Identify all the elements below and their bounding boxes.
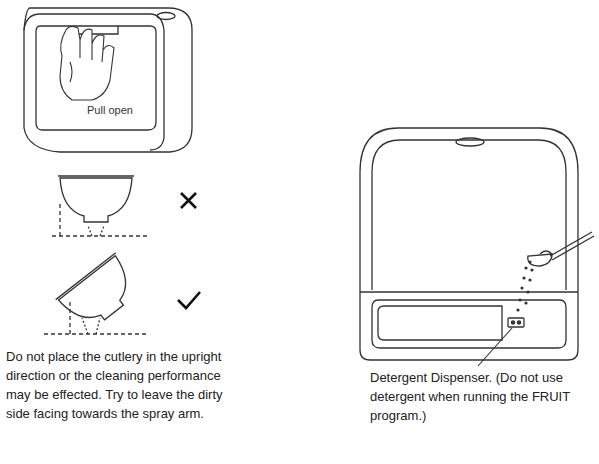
pull-label: Pull open: [86, 104, 134, 117]
placement-note: Do not place the cutlery in the upright …: [6, 347, 228, 423]
hand: [60, 26, 114, 100]
cross-mark: [181, 193, 196, 208]
dishwasher-open: [360, 128, 578, 360]
bowl-tilted: [44, 253, 148, 336]
bowl-upright: [52, 176, 148, 236]
dishwasher-closed: [24, 8, 192, 152]
check-mark: [178, 292, 200, 308]
powder: [516, 260, 533, 311]
dispenser-note: Detergent Dispenser. (Do not use deterge…: [370, 368, 596, 425]
scoop: [528, 232, 594, 266]
leader-line: [478, 328, 512, 366]
